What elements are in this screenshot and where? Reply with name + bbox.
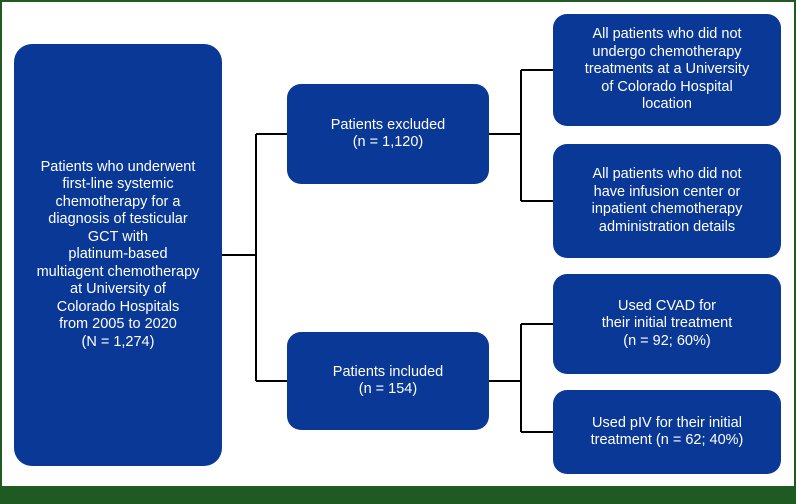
included-box: Patients included (n = 154) [287,332,489,430]
cvad-group-box: Used CVAD for their initial treatment (n… [553,274,781,374]
exclusion-reason-box: All patients who did not have infusion c… [553,144,781,258]
footer-bar [0,486,796,504]
exclusion-reason-box: All patients who did not undergo chemoth… [553,14,781,126]
piv-group-box: Used pIV for their initial treatment (n … [553,390,781,474]
cohort-box: Patients who underwent first-line system… [14,44,222,466]
excluded-box: Patients excluded (n = 1,120) [287,84,489,184]
